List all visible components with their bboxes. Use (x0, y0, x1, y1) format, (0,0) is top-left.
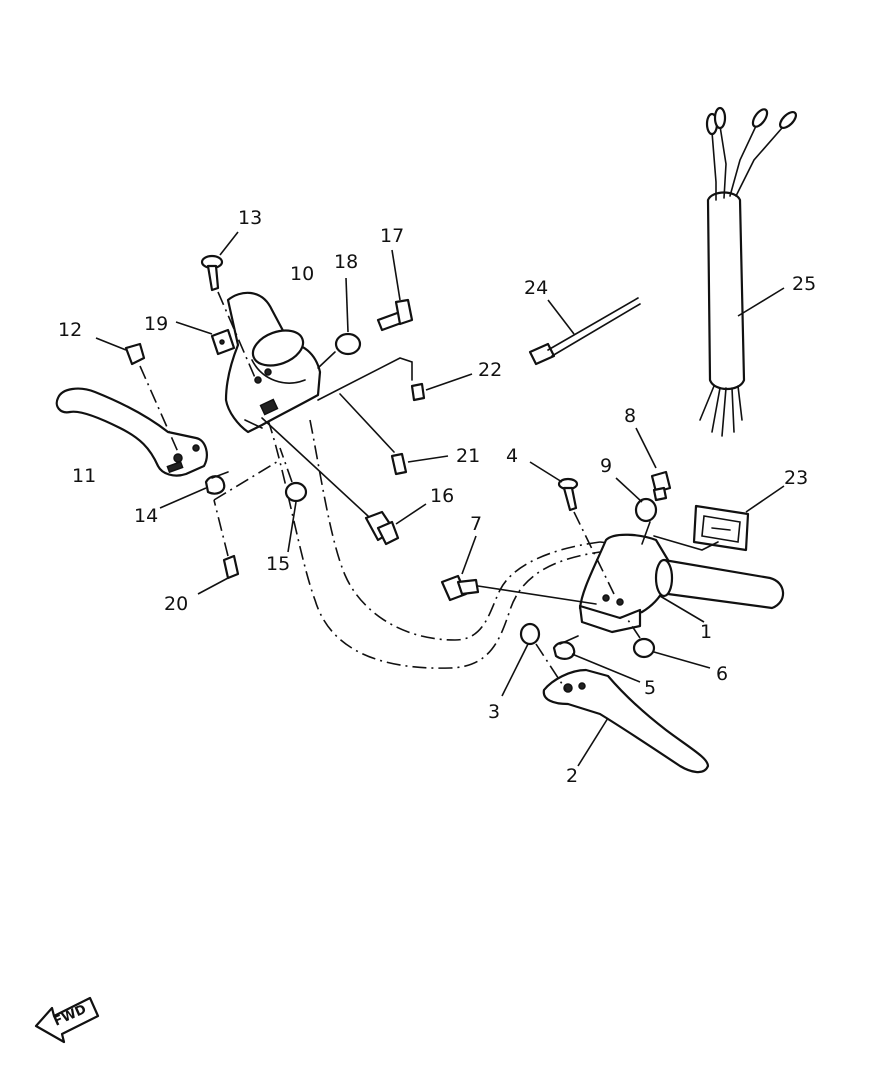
fwd-arrow-icon: FWD (34, 996, 100, 1044)
part-21-screw (339, 393, 449, 476)
left-lever-holder (224, 291, 322, 434)
callout-20: 20 (164, 593, 188, 615)
part-14-spring (159, 471, 229, 509)
callout-11: 11 (72, 465, 96, 487)
throttle-grip (654, 558, 785, 623)
part-9-cap (615, 477, 658, 545)
part-15-nut (279, 447, 308, 553)
part-23-connector (653, 485, 785, 552)
callout-6: 6 (716, 663, 728, 685)
part-13-bolt (200, 231, 257, 381)
part-12-nut (95, 337, 179, 453)
callout-16: 16 (430, 485, 454, 507)
part-7-bolt (440, 535, 597, 605)
part-22-screw (317, 357, 473, 402)
callout-22: 22 (478, 359, 502, 381)
callout-13: 13 (238, 207, 262, 229)
part-20-screw (197, 459, 281, 595)
part-5-spring (552, 635, 641, 683)
right-lever-holder (578, 533, 670, 634)
part-24-cable-tie (528, 297, 641, 366)
part-8-bolt (635, 427, 672, 502)
callout-24: 24 (524, 277, 548, 299)
callout-25: 25 (792, 273, 816, 295)
callout-3: 3 (488, 701, 500, 723)
callout-9: 9 (600, 455, 612, 477)
part-6-nut (627, 619, 711, 669)
callout-17: 17 (380, 225, 404, 247)
callout-10: 10 (290, 263, 314, 285)
part-16-bolt (261, 417, 427, 546)
callout-18: 18 (334, 251, 358, 273)
part-4-bolt (529, 461, 615, 595)
part-19-bracket (175, 321, 236, 356)
part-18-cap (317, 277, 362, 369)
callout-4: 4 (506, 445, 518, 467)
callout-23: 23 (784, 467, 808, 489)
callout-1: 1 (700, 621, 712, 643)
callout-12: 12 (58, 319, 82, 341)
part-3-nut (501, 622, 567, 697)
part-25-wire-harness (699, 106, 798, 437)
callout-19: 19 (144, 313, 168, 335)
callout-5: 5 (644, 677, 656, 699)
callout-21: 21 (456, 445, 480, 467)
callout-7: 7 (470, 513, 482, 535)
clutch-lever (55, 387, 208, 477)
callout-2: 2 (566, 765, 578, 787)
callout-labels: 1 2 3 4 5 6 7 8 9 10 11 12 13 14 15 16 1… (58, 207, 816, 787)
part-17-bolt (376, 249, 414, 332)
brake-lever (542, 668, 710, 774)
callout-8: 8 (624, 405, 636, 427)
callout-15: 15 (266, 553, 290, 575)
callout-14: 14 (134, 505, 158, 527)
